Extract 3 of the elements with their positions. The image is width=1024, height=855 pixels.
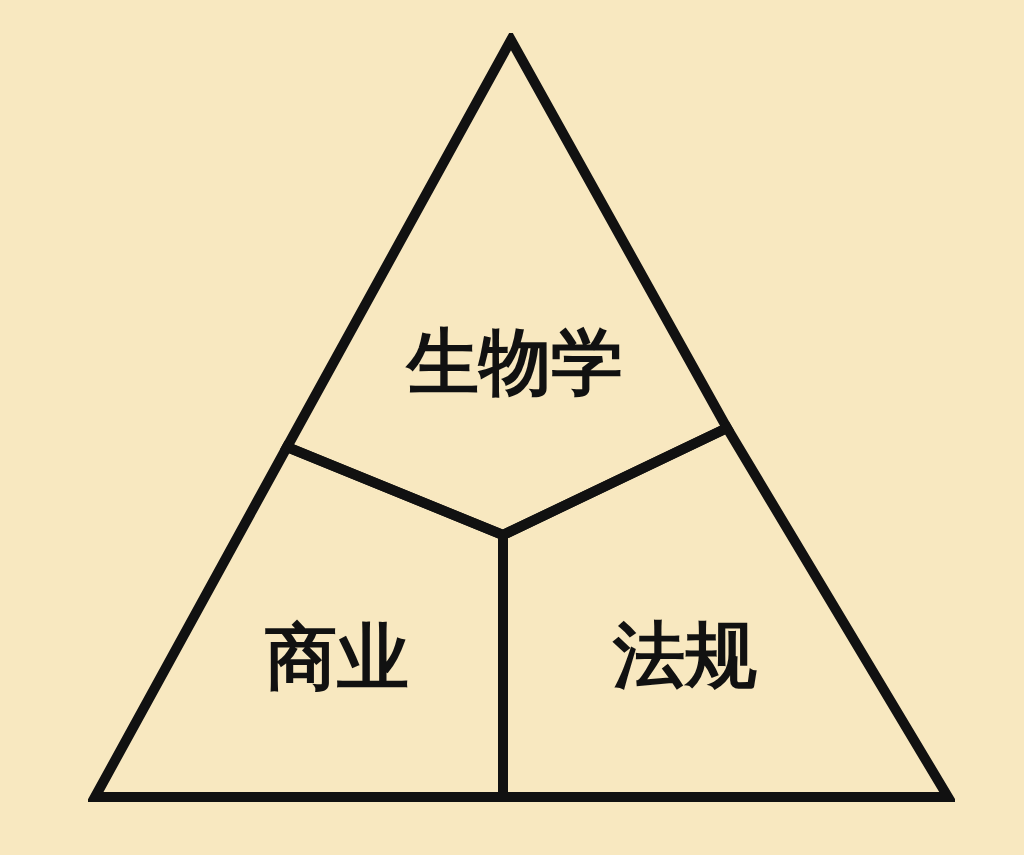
section-label: 法规 [613, 619, 757, 691]
section-label: 生物学 [407, 326, 623, 398]
section-label: 商业 [265, 621, 409, 693]
